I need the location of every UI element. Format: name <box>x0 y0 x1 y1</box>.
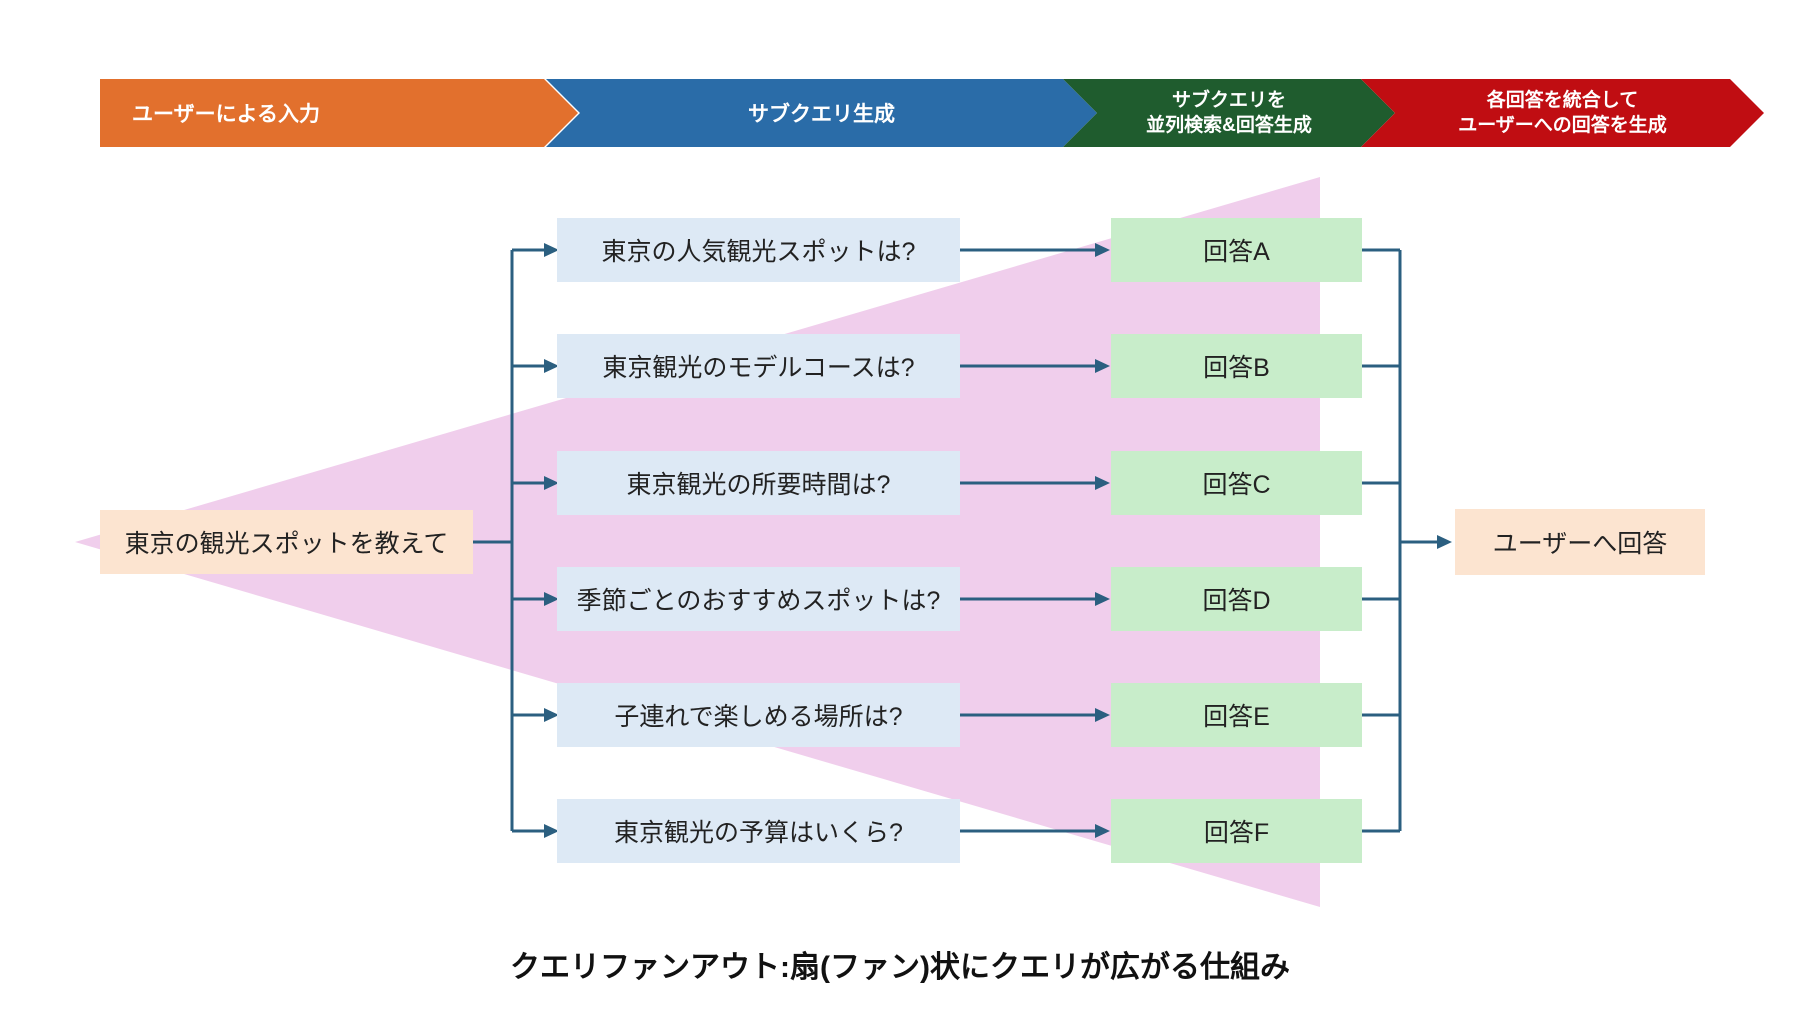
subquery-box-5: 子連れで楽しめる場所は? <box>557 683 960 747</box>
answer-box-d: 回答D <box>1111 567 1362 631</box>
user-query-box: 東京の観光スポットを教えて <box>100 510 473 574</box>
banner-user-input-label: ユーザーによる入力 <box>132 103 320 126</box>
answer-box-a: 回答A <box>1111 218 1362 282</box>
banner-user-input: ユーザーによる入力 <box>100 79 578 147</box>
user-query-label: 東京の観光スポットを教えて <box>124 530 449 558</box>
answer-box-e: 回答E <box>1111 683 1362 747</box>
subquery-box-1: 東京の人気観光スポットは? <box>557 218 960 282</box>
answer-box-f: 回答F <box>1111 799 1362 863</box>
subquery-box-4: 季節ごとのおすすめスポットは? <box>557 567 960 631</box>
diagram-caption: クエリファンアウト:扇(ファン)状にクエリが広がる仕組み <box>510 951 1290 984</box>
subquery-box-2: 東京観光のモデルコースは? <box>557 334 960 398</box>
final-answer-label: ユーザーへ回答 <box>1492 530 1668 558</box>
answer-box-c: 回答C <box>1111 451 1362 515</box>
subquery-box-3: 東京観光の所要時間は? <box>557 451 960 515</box>
banner-subquery-generation-label: サブクエリ生成 <box>748 103 895 126</box>
answer-box-b: 回答B <box>1111 334 1362 398</box>
final-answer-box: ユーザーへ回答 <box>1455 509 1705 575</box>
subquery-box-6: 東京観光の予算はいくら? <box>557 799 960 863</box>
banner-parallel-search: サブクエリを 並列検索&回答生成 <box>1063 79 1395 147</box>
banner-subquery-generation: サブクエリ生成 <box>546 79 1097 147</box>
banner-merge-answers: 各回答を統合して ユーザーへの回答を生成 <box>1361 79 1764 147</box>
